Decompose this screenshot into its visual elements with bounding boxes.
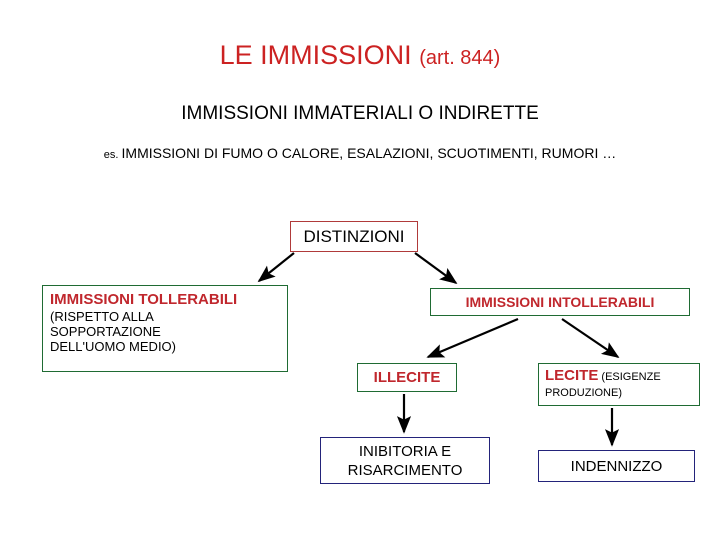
subtitle-examples-prefix: es. — [103, 149, 122, 161]
page-title-article: (art. 844) — [419, 47, 501, 69]
node-intollerabili-label: IMMISSIONI INTOLLERABILI — [465, 294, 655, 310]
node-tollerabili-line-2: SOPPORTAZIONE — [50, 324, 161, 339]
page-title-main: LE IMMISSIONI — [219, 40, 420, 70]
node-lecite-label: LECITE — [545, 367, 599, 384]
node-inibitoria-risarcimento[interactable]: INIBITORIA E RISARCIMENTO — [320, 437, 490, 484]
node-tollerabili-heading: IMMISSIONI TOLLERABILI — [50, 291, 238, 308]
node-tollerabili-line-3: DELL'UOMO MEDIO) — [50, 339, 176, 354]
arrow-intollerabili-to-lecite — [561, 318, 620, 358]
node-immissioni-tollerabili[interactable]: IMMISSIONI TOLLERABILI (RISPETTO ALLA SO… — [42, 285, 288, 372]
node-tollerabili-line-1: (RISPETTO ALLA — [50, 309, 154, 324]
node-distinzioni[interactable]: DISTINZIONI — [290, 221, 418, 252]
node-indennizzo[interactable]: INDENNIZZO — [538, 450, 695, 482]
node-illecite[interactable]: ILLECITE — [357, 363, 457, 392]
node-illecite-label: ILLECITE — [373, 369, 441, 386]
page-title: LE IMMISSIONI (art. 844) — [0, 40, 720, 73]
node-immissioni-intollerabili[interactable]: IMMISSIONI INTOLLERABILI — [430, 288, 690, 316]
node-indennizzo-label: INDENNIZZO — [570, 457, 663, 475]
arrow-distinzioni-to-tollerabili — [257, 252, 295, 283]
node-inibitoria-line-2: RISARCIMENTO — [347, 461, 463, 479]
node-lecite[interactable]: LECITE (ESIGENZE PRODUZIONE) — [538, 363, 700, 406]
subtitle-immateriali: IMMISSIONI IMMATERIALI O INDIRETTE — [181, 103, 539, 124]
node-lecite-paren-1: (ESIGENZE — [598, 371, 661, 383]
node-inibitoria-line-1: INIBITORIA E — [358, 442, 452, 460]
node-lecite-label-line: LECITE (ESIGENZE — [545, 367, 693, 386]
node-lecite-paren-2: PRODUZIONE) — [545, 387, 622, 399]
arrow-distinzioni-to-intollerabili — [414, 252, 458, 285]
subtitle-examples-text: IMMISSIONI DI FUMO O CALORE, ESALAZIONI,… — [121, 145, 617, 161]
subtitle-examples: es. IMMISSIONI DI FUMO O CALORE, ESALAZI… — [0, 145, 720, 164]
arrow-intollerabili-to-illecite — [426, 317, 519, 359]
node-distinzioni-label: DISTINZIONI — [303, 226, 405, 246]
